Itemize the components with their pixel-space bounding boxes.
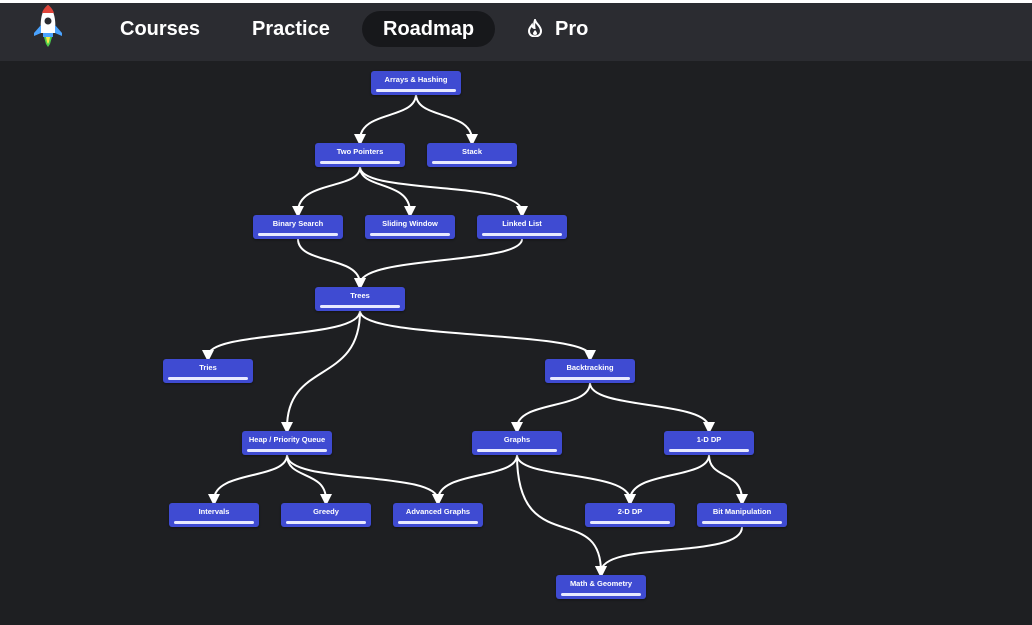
node-label: Sliding Window <box>382 219 438 228</box>
node-heap-priority-queue[interactable]: Heap / Priority Queue <box>242 431 332 455</box>
node-linked-list[interactable]: Linked List <box>477 215 567 239</box>
nav-pro[interactable]: Pro <box>527 11 588 47</box>
node-label: Backtracking <box>566 363 614 372</box>
top-strip <box>0 0 1032 3</box>
node-trees[interactable]: Trees <box>315 287 405 311</box>
node-label: Stack <box>461 147 482 156</box>
progress-bar <box>550 377 630 380</box>
node-binary-search[interactable]: Binary Search <box>253 215 343 239</box>
node-greedy[interactable]: Greedy <box>281 503 371 527</box>
node-1d-dp[interactable]: 1-D DP <box>664 431 754 455</box>
progress-bar <box>370 233 450 236</box>
node-label: Linked List <box>502 219 542 228</box>
node-advanced-graphs[interactable]: Advanced Graphs <box>393 503 483 527</box>
nav-practice[interactable]: Practice <box>252 18 330 40</box>
progress-bar <box>174 521 254 524</box>
node-backtracking[interactable]: Backtracking <box>545 359 635 383</box>
node-tries[interactable]: Tries <box>163 359 253 383</box>
progress-bar <box>669 449 749 452</box>
node-2d-dp[interactable]: 2-D DP <box>585 503 675 527</box>
progress-bar <box>432 161 512 164</box>
node-sliding-window[interactable]: Sliding Window <box>365 215 455 239</box>
node-math-geometry[interactable]: Math & Geometry <box>556 575 646 599</box>
node-label: Arrays & Hashing <box>384 75 448 84</box>
progress-bar <box>590 521 670 524</box>
node-label: Greedy <box>313 507 339 516</box>
node-two-pointers[interactable]: Two Pointers <box>315 143 405 167</box>
progress-bar <box>168 377 248 380</box>
progress-bar <box>286 521 366 524</box>
node-label: Binary Search <box>272 219 324 228</box>
flame-icon <box>527 13 543 38</box>
progress-bar <box>247 449 327 452</box>
node-bit-manipulation[interactable]: Bit Manipulation <box>697 503 787 527</box>
node-label: Intervals <box>198 507 230 516</box>
node-label: Two Pointers <box>336 147 384 156</box>
node-arrays-hashing[interactable]: Arrays & Hashing <box>371 71 461 95</box>
progress-bar <box>702 521 782 524</box>
progress-bar <box>376 89 456 92</box>
navbar: Courses Practice Roadmap Pro <box>0 3 1032 61</box>
progress-bar <box>320 305 400 308</box>
nav-pro-label: Pro <box>555 18 589 40</box>
node-label: Heap / Priority Queue <box>248 435 326 444</box>
node-intervals[interactable]: Intervals <box>169 503 259 527</box>
progress-bar <box>320 161 400 164</box>
node-graphs[interactable]: Graphs <box>472 431 562 455</box>
progress-bar <box>258 233 338 236</box>
node-label: Math & Geometry <box>569 579 633 588</box>
node-label: Graphs <box>503 435 531 444</box>
node-label: Bit Manipulation <box>712 507 772 516</box>
node-label: 1-D DP <box>696 435 722 444</box>
progress-bar <box>477 449 557 452</box>
nav-roadmap[interactable]: Roadmap <box>362 11 496 47</box>
progress-bar <box>482 233 562 236</box>
node-label: 2-D DP <box>617 507 643 516</box>
node-label: Advanced Graphs <box>405 507 471 516</box>
node-label: Trees <box>350 291 370 300</box>
nav-courses[interactable]: Courses <box>120 18 201 40</box>
rocket-logo-icon[interactable] <box>28 3 68 49</box>
node-label: Tries <box>199 363 217 372</box>
node-stack[interactable]: Stack <box>427 143 517 167</box>
progress-bar <box>561 593 641 596</box>
progress-bar <box>398 521 478 524</box>
